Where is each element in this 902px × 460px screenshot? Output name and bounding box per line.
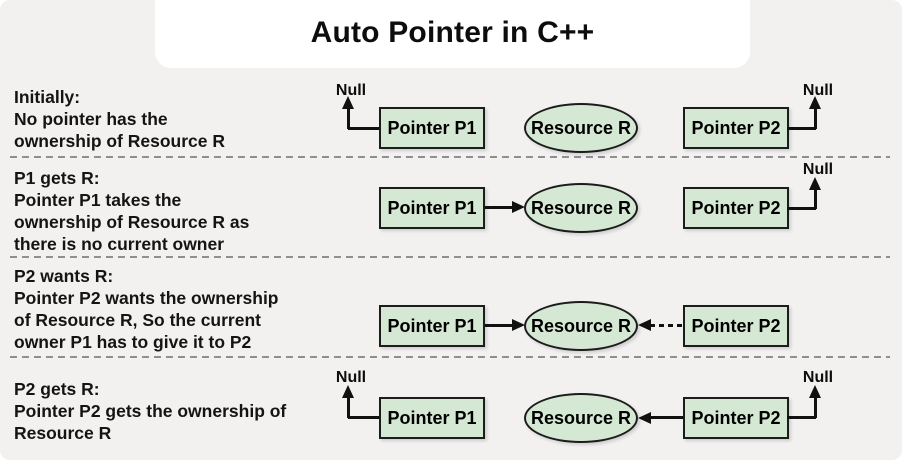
ownership-arrow: [485, 206, 515, 209]
pointer-p2-node: Pointer P2: [683, 107, 789, 149]
pointer-p1-node: Pointer P1: [379, 187, 485, 229]
description-line: owner P1 has to give it to P2: [14, 332, 252, 352]
row-separator: [10, 156, 890, 158]
resource-node: Resource R: [524, 393, 638, 443]
pointer-p2-node: Pointer P2: [683, 187, 789, 229]
description-line: Resource R: [14, 423, 112, 443]
right-arrowhead-icon: [512, 201, 525, 213]
up-arrow-icon: [809, 177, 821, 190]
null-arrow-line: [348, 127, 379, 130]
null-arrow-line: [787, 207, 816, 210]
left-arrowhead-icon: [638, 412, 651, 424]
left-arrowhead-icon: [638, 319, 651, 331]
description-line: ownership of Resource R: [14, 131, 226, 151]
title-card: [155, 0, 750, 68]
right-arrowhead-icon: [512, 319, 525, 331]
pointer-p1-node: Pointer P1: [379, 107, 485, 149]
pointer-p1-node: Pointer P1: [379, 305, 485, 347]
null-arrow-line: [347, 108, 350, 129]
description-line: of Resource R, So the current: [14, 310, 261, 330]
description-line: ownership of Resource R as: [14, 212, 250, 232]
null-arrow-line: [787, 416, 816, 419]
up-arrow-icon: [342, 96, 354, 109]
up-arrow-icon: [342, 385, 354, 398]
up-arrow-icon: [809, 385, 821, 398]
description-line: Pointer P2 wants the ownership: [14, 288, 279, 308]
null-arrow-line: [348, 416, 379, 419]
description-line: No pointer has the: [14, 109, 168, 129]
description-line: P1 gets R:: [14, 168, 100, 188]
pointer-p2-node: Pointer P2: [683, 397, 789, 439]
description-line: Pointer P1 takes the: [14, 190, 182, 210]
null-label: Null: [802, 369, 834, 386]
row-separator: [10, 356, 890, 358]
ownership-arrow: [485, 324, 515, 327]
null-arrow-line: [814, 189, 817, 209]
resource-node: Resource R: [524, 301, 638, 351]
description-line: P2 gets R:: [14, 379, 100, 399]
row4-description: P2 gets R: Pointer P2 gets the ownership…: [14, 378, 286, 444]
null-arrow-line: [814, 108, 817, 129]
resource-node: Resource R: [524, 103, 638, 153]
null-arrow-line: [347, 397, 350, 418]
description-line: Pointer P2 gets the ownership of: [14, 401, 287, 421]
ownership-arrow: [650, 416, 683, 419]
row-separator: [10, 256, 890, 258]
row1-description: Initially: No pointer has the ownership …: [14, 86, 225, 152]
null-label: Null: [802, 82, 834, 99]
up-arrow-icon: [809, 96, 821, 109]
request-arrow-dashed: [650, 324, 683, 327]
pointer-p1-node: Pointer P1: [379, 397, 485, 439]
resource-node: Resource R: [524, 183, 638, 233]
null-label: Null: [802, 161, 834, 178]
null-arrow-line: [814, 397, 817, 418]
description-line: P2 wants R:: [14, 266, 114, 286]
null-label: Null: [335, 82, 367, 99]
null-arrow-line: [787, 127, 816, 130]
page-title: Auto Pointer in C++: [310, 16, 595, 49]
row3-description: P2 wants R: Pointer P2 wants the ownersh…: [14, 265, 279, 353]
row2-description: P1 gets R: Pointer P1 takes the ownershi…: [14, 167, 249, 255]
description-line: there is no current owner: [14, 234, 225, 254]
description-line: Initially:: [14, 87, 81, 107]
pointer-p2-node: Pointer P2: [683, 305, 789, 347]
null-label: Null: [335, 369, 367, 386]
